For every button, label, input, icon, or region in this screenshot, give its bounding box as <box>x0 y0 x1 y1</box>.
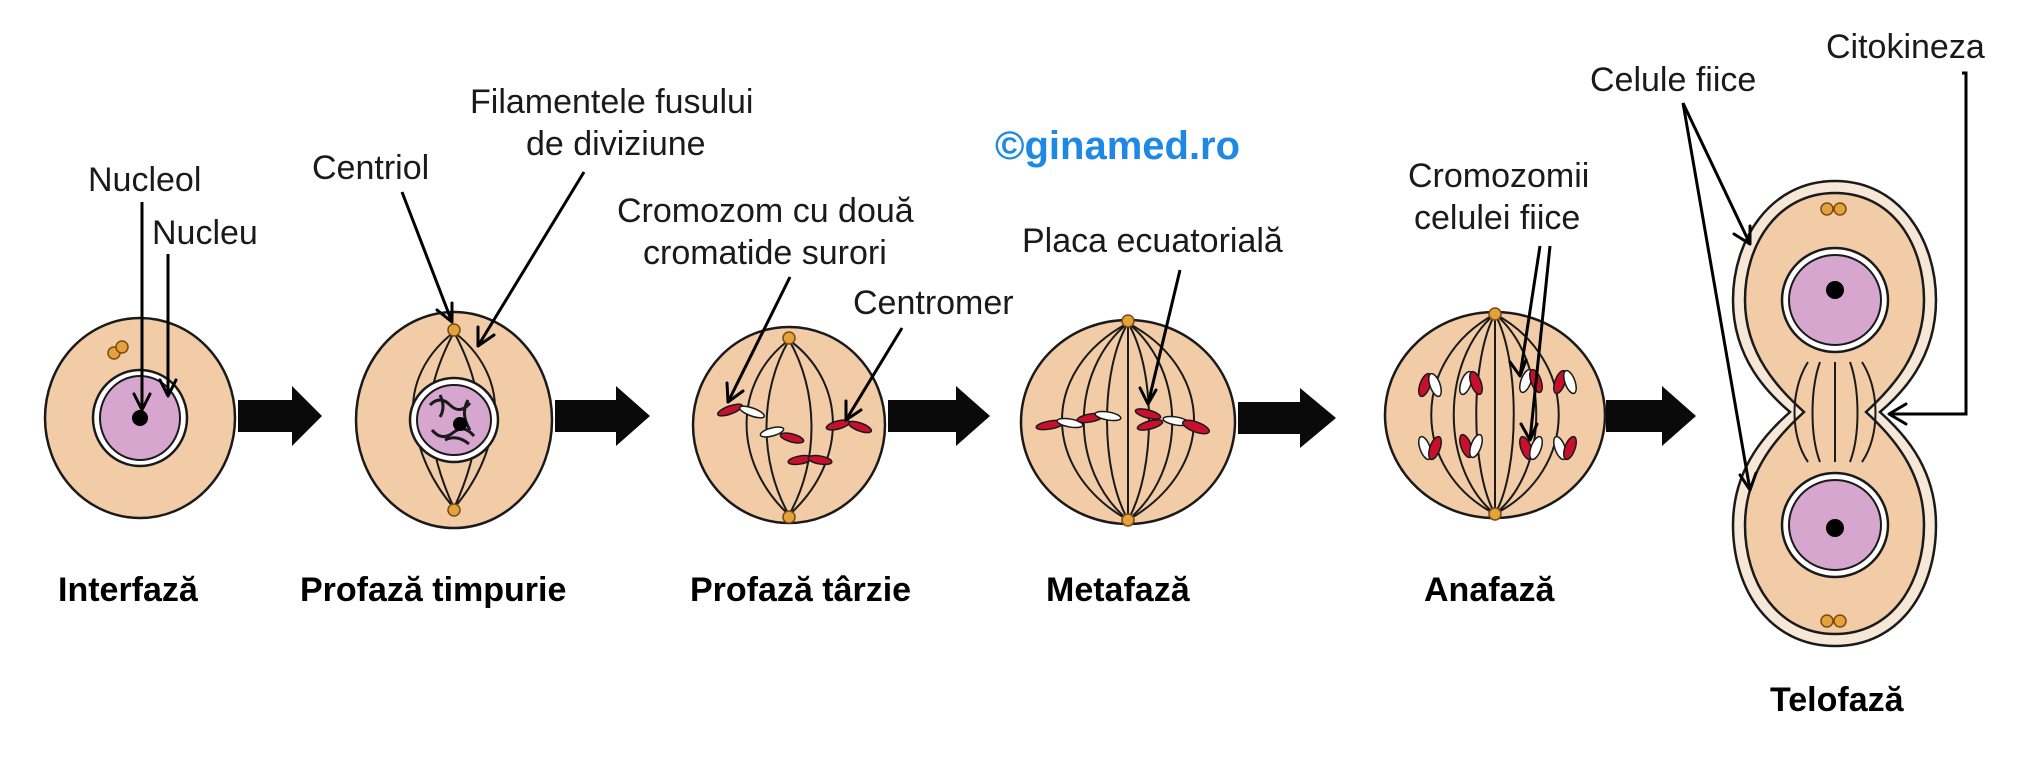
stage-metaphase: Metafază <box>1046 571 1191 609</box>
pointer-centriole <box>402 192 452 322</box>
label-centromere: Centromer <box>853 284 1014 322</box>
brand-watermark: ©ginamed.ro <box>995 124 1240 168</box>
stage-interphase: Interfază <box>58 571 199 609</box>
label-equatorial-plate: Placa ecuatorială <box>1022 222 1283 260</box>
progress-arrow-1 <box>238 386 322 446</box>
cell-metaphase <box>1021 315 1235 526</box>
label-spindle-line2: de diviziune <box>526 125 706 163</box>
label-chromosome-line1: Cromozom cu două <box>617 192 914 230</box>
pointer-spindle <box>478 172 584 346</box>
stage-telophase: Telofază <box>1770 681 1905 719</box>
label-nucleus: Nucleu <box>152 214 258 252</box>
progress-arrow-5 <box>1606 386 1696 446</box>
label-daughter-chrom-line2: celulei fiice <box>1414 199 1580 237</box>
stage-anaphase: Anafază <box>1424 571 1555 609</box>
progress-arrow-2 <box>555 386 650 446</box>
pointer-daughter-cell-top <box>1683 103 1750 244</box>
label-centriole: Centriol <box>312 149 429 187</box>
cell-late-prophase <box>693 327 885 523</box>
label-nucleolus: Nucleol <box>88 161 201 199</box>
label-daughter-cells: Celule fiice <box>1590 61 1756 99</box>
stage-late-prophase: Profază târzie <box>690 571 911 609</box>
label-spindle-line1: Filamentele fusului <box>470 83 753 121</box>
cell-anaphase <box>1385 308 1605 520</box>
cell-early-prophase <box>356 312 552 528</box>
cell-interphase <box>45 318 235 518</box>
progress-arrow-4 <box>1238 388 1336 448</box>
label-chromosome-line2: cromatide surori <box>643 234 887 272</box>
stage-early-prophase: Profază timpurie <box>300 571 566 609</box>
label-daughter-chrom-line1: Cromozomii <box>1408 157 1589 195</box>
label-cytokinesis: Citokineza <box>1826 28 1985 66</box>
progress-arrow-3 <box>888 386 990 446</box>
